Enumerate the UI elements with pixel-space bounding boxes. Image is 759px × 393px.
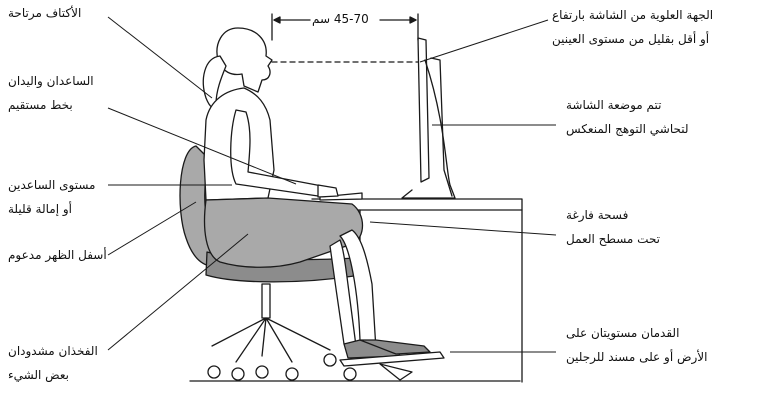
leader-lines: [107, 16, 557, 353]
label-top-of-screen-2: أو أقل بقليل من مستوى العينين: [552, 32, 710, 46]
label-shoulders: الأكتاف مرتاحة: [8, 6, 82, 20]
label-distance: 45-70 سم: [312, 12, 369, 26]
footrest: [339, 351, 445, 367]
label-screen-position-1: تتم موضعة الشاشة: [566, 98, 662, 112]
person: [202, 27, 431, 359]
label-thighs-1: الفخذان مشدودان: [8, 344, 98, 358]
label-forearms-1: الساعدان واليدان: [8, 74, 94, 88]
label-forearm-level-2: أو إمالة قليلة: [8, 202, 73, 216]
label-clearance-2: تحت مسطح العمل: [566, 232, 661, 246]
label-top-of-screen-1: الجهة العلوية من الشاشة بارتفاع: [552, 8, 714, 22]
label-clearance-1: فسحة فارغة: [566, 208, 629, 222]
label-feet-2: الأرض أو على مسند للرجلين: [566, 350, 708, 364]
label-forearm-level-1: مستوى الساعدين: [8, 178, 96, 192]
keyboard: [319, 192, 363, 201]
distance-guide: [271, 13, 419, 41]
label-feet-1: القدمان مستويتان على: [566, 326, 680, 340]
monitor: [401, 37, 456, 199]
label-forearms-2: بخط مستقيم: [8, 98, 73, 112]
label-thighs-2: بعض الشيء: [8, 368, 69, 382]
label-lower-back: أسفل الظهر مدعوم: [8, 248, 107, 262]
label-screen-position-2: لتحاشي التوهج المنعكس: [566, 122, 689, 136]
